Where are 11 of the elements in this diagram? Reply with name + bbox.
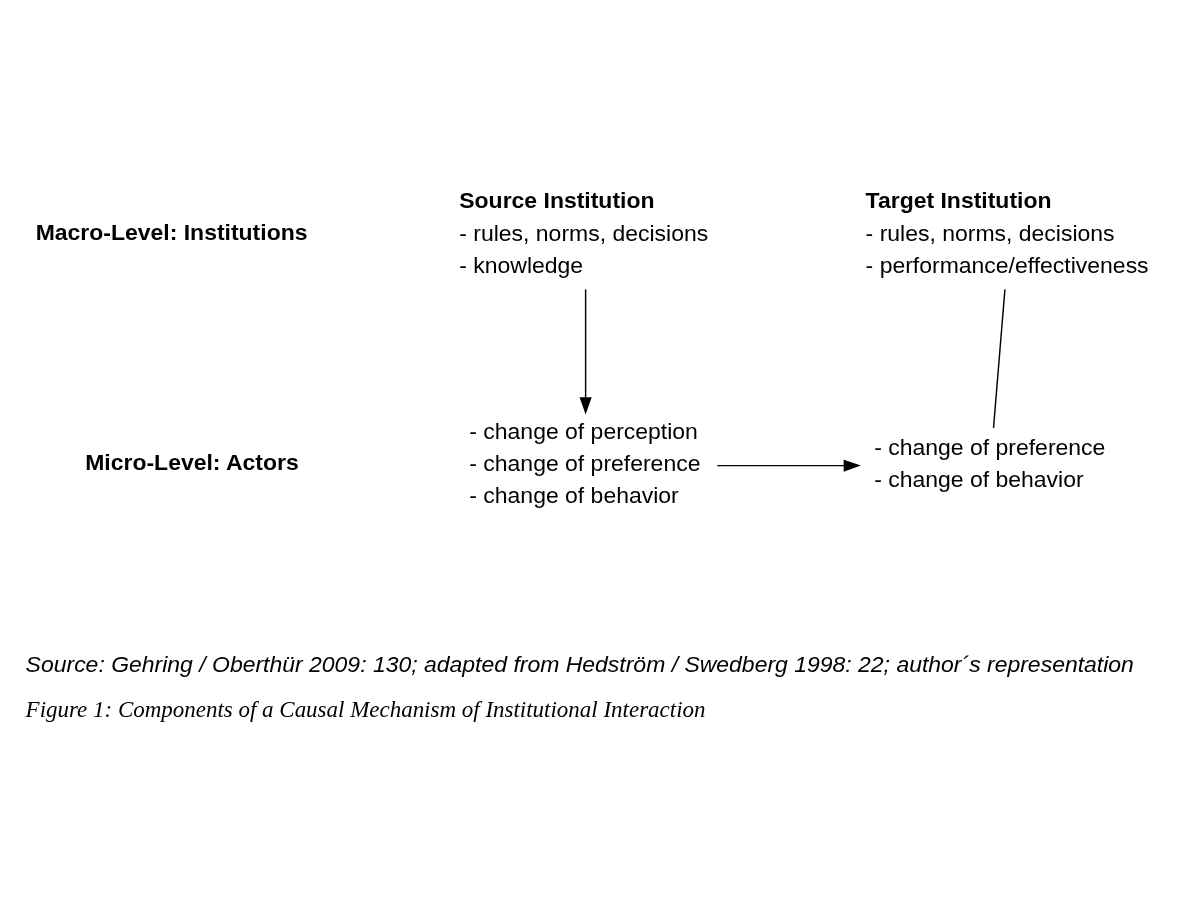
arrow [716,459,861,472]
label: Micro-Level: Actors [85,448,299,475]
node-text: - change of perception - change of preference - change of behavior [469,418,701,508]
node-text: Source Institution - rules, norms, decisions - knowledge [459,187,709,278]
connector [992,288,1006,429]
caption: Figure 1: Components of a Causal Mechanism of Institutional Interaction [25,696,706,722]
label: Macro-Level: Institutions [35,218,308,245]
arrow [579,288,592,415]
label: Source: Gehring / Oberthür 2009: 130; adapted from Hedström / Swedberg 1998: 22; author´s representation [25,651,1134,678]
node-text: Target Institution - rules, norms, decisions - performance/effectiveness [865,187,1149,278]
node-text: - change of preference - change of behavior [874,434,1106,492]
